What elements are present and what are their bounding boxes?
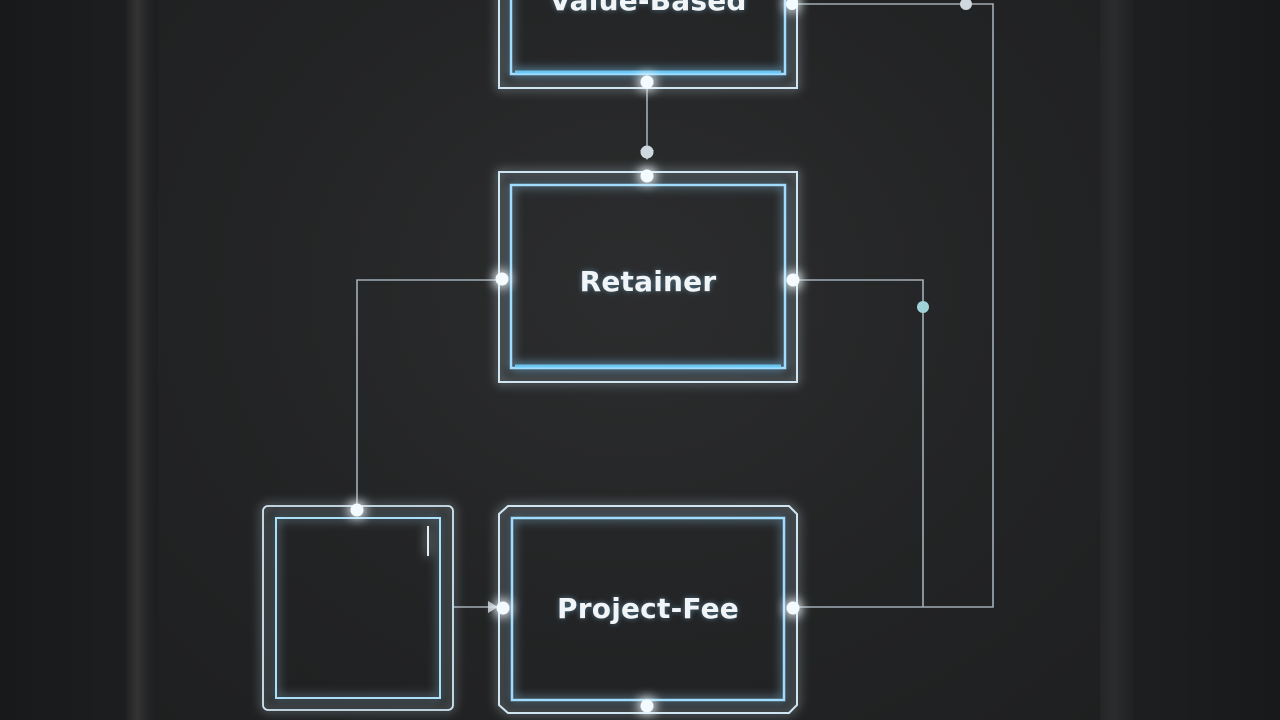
connector-retainer-right	[797, 279, 924, 607]
port-project-left	[496, 601, 510, 615]
node-retainer-label: Retainer	[579, 265, 717, 298]
connector-top-right-loop	[797, 3, 994, 608]
port-retainer-left	[495, 272, 509, 286]
chalkboard-surface	[130, 0, 1130, 720]
board-left-edge	[126, 0, 158, 720]
node-project-fee-outer	[498, 505, 798, 714]
node-value-based-label: Value-Based	[549, 0, 747, 17]
board-right-edge	[1100, 0, 1134, 720]
port-value-based-right	[786, 0, 798, 10]
arrowhead-project-left	[488, 601, 498, 613]
port-project-bottom	[640, 699, 654, 713]
port-retainer-right	[786, 273, 800, 287]
port-project-right	[786, 601, 800, 615]
port-value-based-bottom	[640, 75, 654, 89]
junction-retainer-arrow	[640, 145, 654, 159]
junction-top-right	[960, 0, 972, 10]
port-retainer-top	[640, 169, 654, 183]
node-value-based-inner	[509, 0, 787, 76]
node-blank-outer	[262, 505, 454, 711]
node-blank-inner	[275, 517, 441, 699]
node-blank	[262, 505, 454, 711]
connector-retainer-left	[356, 279, 500, 508]
junction-right-mid	[917, 301, 929, 313]
node-retainer-inner	[509, 183, 787, 370]
port-blank-top	[350, 503, 364, 517]
node-project-fee-label: Project-Fee	[557, 592, 739, 625]
